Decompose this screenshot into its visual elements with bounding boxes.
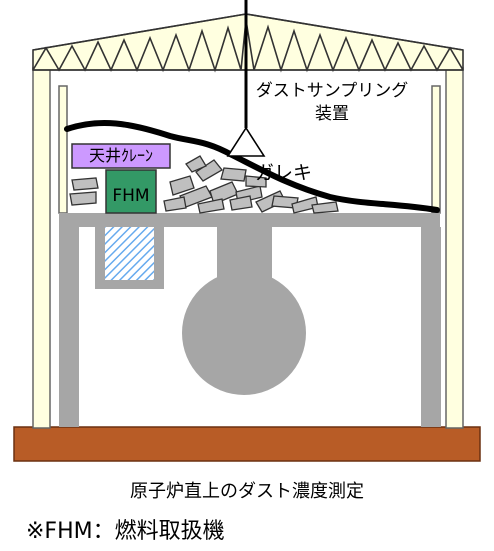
rubble-label: ガレキ — [255, 162, 313, 184]
rubble-pile — [69, 155, 339, 214]
footnote: ※FHM：燃料取扱機 — [26, 519, 225, 544]
operating-floor — [59, 213, 440, 227]
right-inner-column — [431, 85, 441, 214]
right-pedestal — [421, 227, 441, 427]
building-frame — [32, 67, 464, 429]
dust-sampler-label: ダストサンプリング装置 — [255, 81, 409, 124]
diagram-caption: 原子炉直上のダスト濃度測定 — [130, 481, 364, 502]
ceiling-crane-label: 天井ｸﾚｰﾝ — [88, 146, 153, 165]
fhm — [105, 169, 157, 214]
left-inner-column — [58, 85, 68, 214]
reactor-concrete — [59, 213, 441, 427]
ground — [13, 426, 481, 462]
pool-wall-left — [95, 227, 105, 287]
spent-fuel-pool — [105, 227, 154, 280]
reactor-vessel — [182, 271, 306, 395]
fhm-label: FHM — [112, 186, 150, 206]
left-outer-wall — [32, 67, 51, 429]
roof-truss — [32, 13, 464, 73]
right-outer-wall — [445, 67, 464, 429]
pool-wall-right — [154, 227, 164, 287]
left-pedestal — [59, 227, 79, 427]
sampler-head — [226, 126, 266, 157]
pool-wall-bottom — [95, 280, 164, 289]
ceiling-crane — [71, 143, 171, 169]
